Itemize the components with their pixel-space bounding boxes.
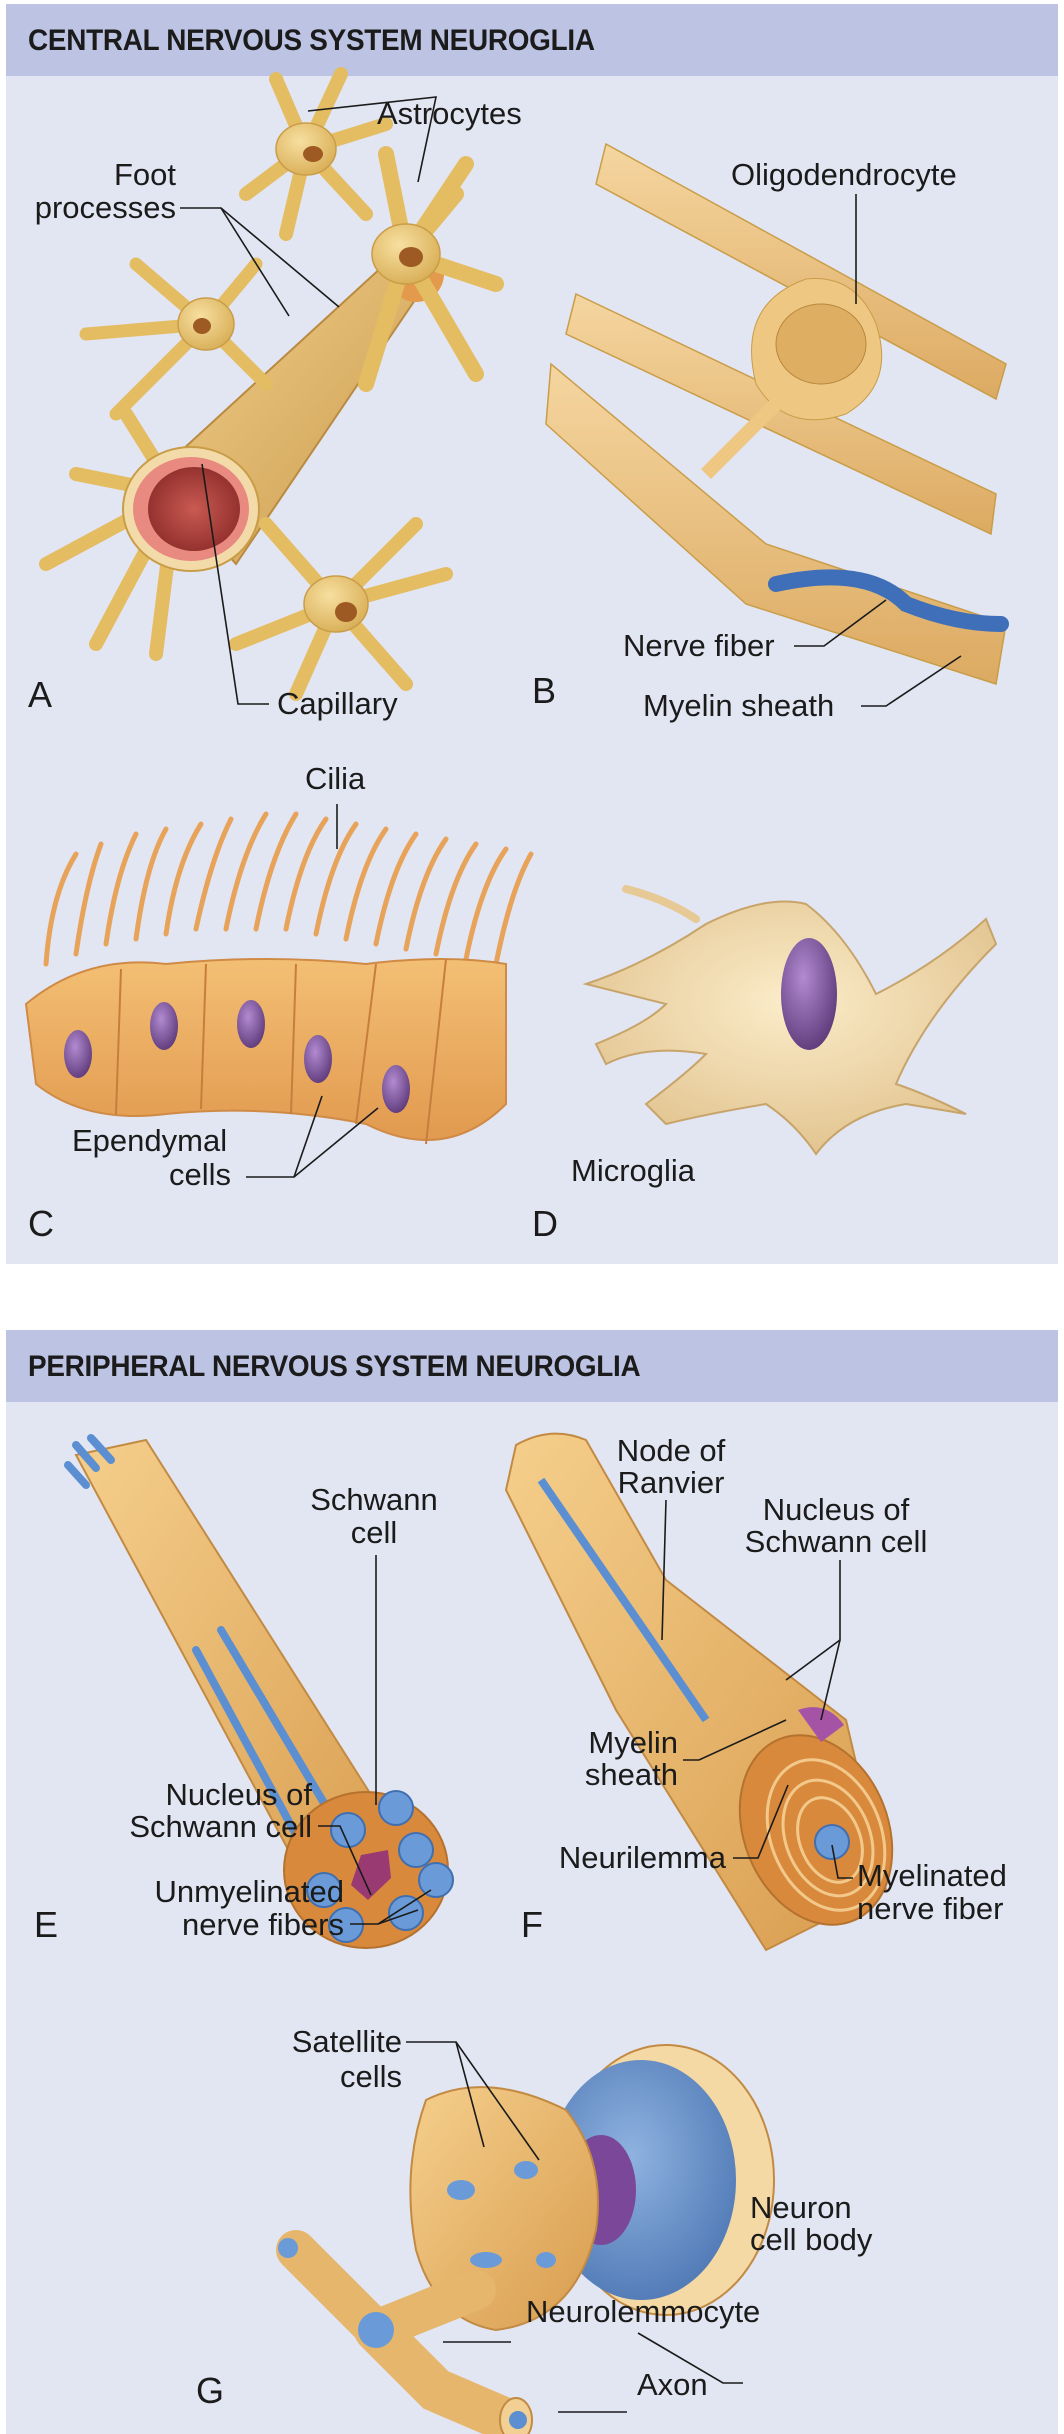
label-ependymal-line2: cells xyxy=(169,1157,232,1192)
panel-f-leader-lines xyxy=(661,1499,853,1879)
label-satellite-line2: cells xyxy=(339,2059,402,2094)
panel-e-leader-lines xyxy=(318,1555,432,1925)
panel-letter-f: F xyxy=(521,1904,543,1945)
pns-header: PERIPHERAL NERVOUS SYSTEM NEUROGLIA xyxy=(6,1330,1058,1402)
label-nerve-fiber: Nerve fiber xyxy=(623,628,775,663)
panel-a-leader-lines xyxy=(180,96,438,705)
label-myelinated-line1: Myelinated xyxy=(857,1858,1007,1893)
label-node-of-ranvier-line2: Ranvier xyxy=(617,1465,725,1500)
label-capillary: Capillary xyxy=(277,686,398,721)
label-foot-processes-line2: processes xyxy=(34,190,176,225)
satellite-cell-illustration xyxy=(276,2044,775,2434)
label-neuron-line1: Neuron xyxy=(750,2190,852,2225)
panel-letter-c: C xyxy=(28,1203,54,1244)
pns-panel: PERIPHERAL NERVOUS SYSTEM NEUROGLIA xyxy=(6,1330,1058,2434)
panel-letter-d: D xyxy=(532,1203,558,1244)
microglia-illustration xyxy=(582,885,998,1156)
label-neurolemmocyte: Neurolemmocyte xyxy=(526,2294,761,2329)
label-neurilemma: Neurilemma xyxy=(558,1840,726,1875)
label-neuron-line2: cell body xyxy=(750,2222,873,2257)
label-unmyelinated-line1: Unmyelinated xyxy=(154,1874,344,1909)
label-myelin-sheath-f-line2: sheath xyxy=(584,1757,678,1792)
astrocyte-illustration xyxy=(39,67,504,701)
label-e-nucleus-line2: Schwann cell xyxy=(129,1809,312,1844)
label-microglia: Microglia xyxy=(571,1153,696,1188)
label-unmyelinated-line2: nerve fibers xyxy=(182,1907,344,1942)
label-axon: Axon xyxy=(637,2367,708,2402)
label-f-nucleus-line2: Schwann cell xyxy=(744,1524,928,1559)
panel-b-leader-lines xyxy=(794,194,962,707)
panel-g-leader-lines xyxy=(406,2041,743,2413)
pns-title: PERIPHERAL NERVOUS SYSTEM NEUROGLIA xyxy=(28,1350,641,1383)
oligodendrocyte-illustration xyxy=(545,142,1009,685)
label-schwann-cell-line1: Schwann xyxy=(310,1482,438,1517)
panel-letter-e: E xyxy=(34,1904,59,1945)
cns-title: CENTRAL NERVOUS SYSTEM NEUROGLIA xyxy=(28,24,595,57)
label-astrocytes: Astrocytes xyxy=(377,96,522,131)
label-myelin-sheath: Myelin sheath xyxy=(643,688,835,723)
panel-letter-a: A xyxy=(28,674,53,715)
cns-illustrations xyxy=(24,67,1009,1178)
label-cilia: Cilia xyxy=(305,761,366,796)
panel-letter-g: G xyxy=(196,2370,225,2411)
ependymal-illustration xyxy=(24,811,534,1145)
label-myelinated-line2: nerve fiber xyxy=(857,1891,1004,1926)
label-satellite-line1: Satellite xyxy=(291,2024,402,2059)
label-ependymal-line1: Ependymal xyxy=(72,1123,228,1158)
cns-panel: CENTRAL NERVOUS SYSTEM NEUROGLIA xyxy=(6,4,1058,1264)
label-f-nucleus-line1: Nucleus of xyxy=(762,1492,910,1527)
label-schwann-cell-line2: cell xyxy=(350,1515,398,1550)
label-oligodendrocyte: Oligodendrocyte xyxy=(731,157,957,192)
myelinated-fiber-illustration xyxy=(504,1432,894,1952)
pns-illustrations xyxy=(64,1432,894,2434)
unmyelinated-fiber-illustration xyxy=(64,1434,454,1949)
label-node-of-ranvier-line1: Node of xyxy=(616,1433,726,1468)
panel-letter-b: B xyxy=(532,670,557,711)
label-foot-processes-line1: Foot xyxy=(113,157,176,192)
label-e-nucleus-line1: Nucleus of xyxy=(165,1777,312,1812)
cns-header: CENTRAL NERVOUS SYSTEM NEUROGLIA xyxy=(6,4,1058,76)
label-myelin-sheath-f-line1: Myelin xyxy=(588,1725,678,1760)
panel-c-leader-lines xyxy=(246,804,379,1178)
